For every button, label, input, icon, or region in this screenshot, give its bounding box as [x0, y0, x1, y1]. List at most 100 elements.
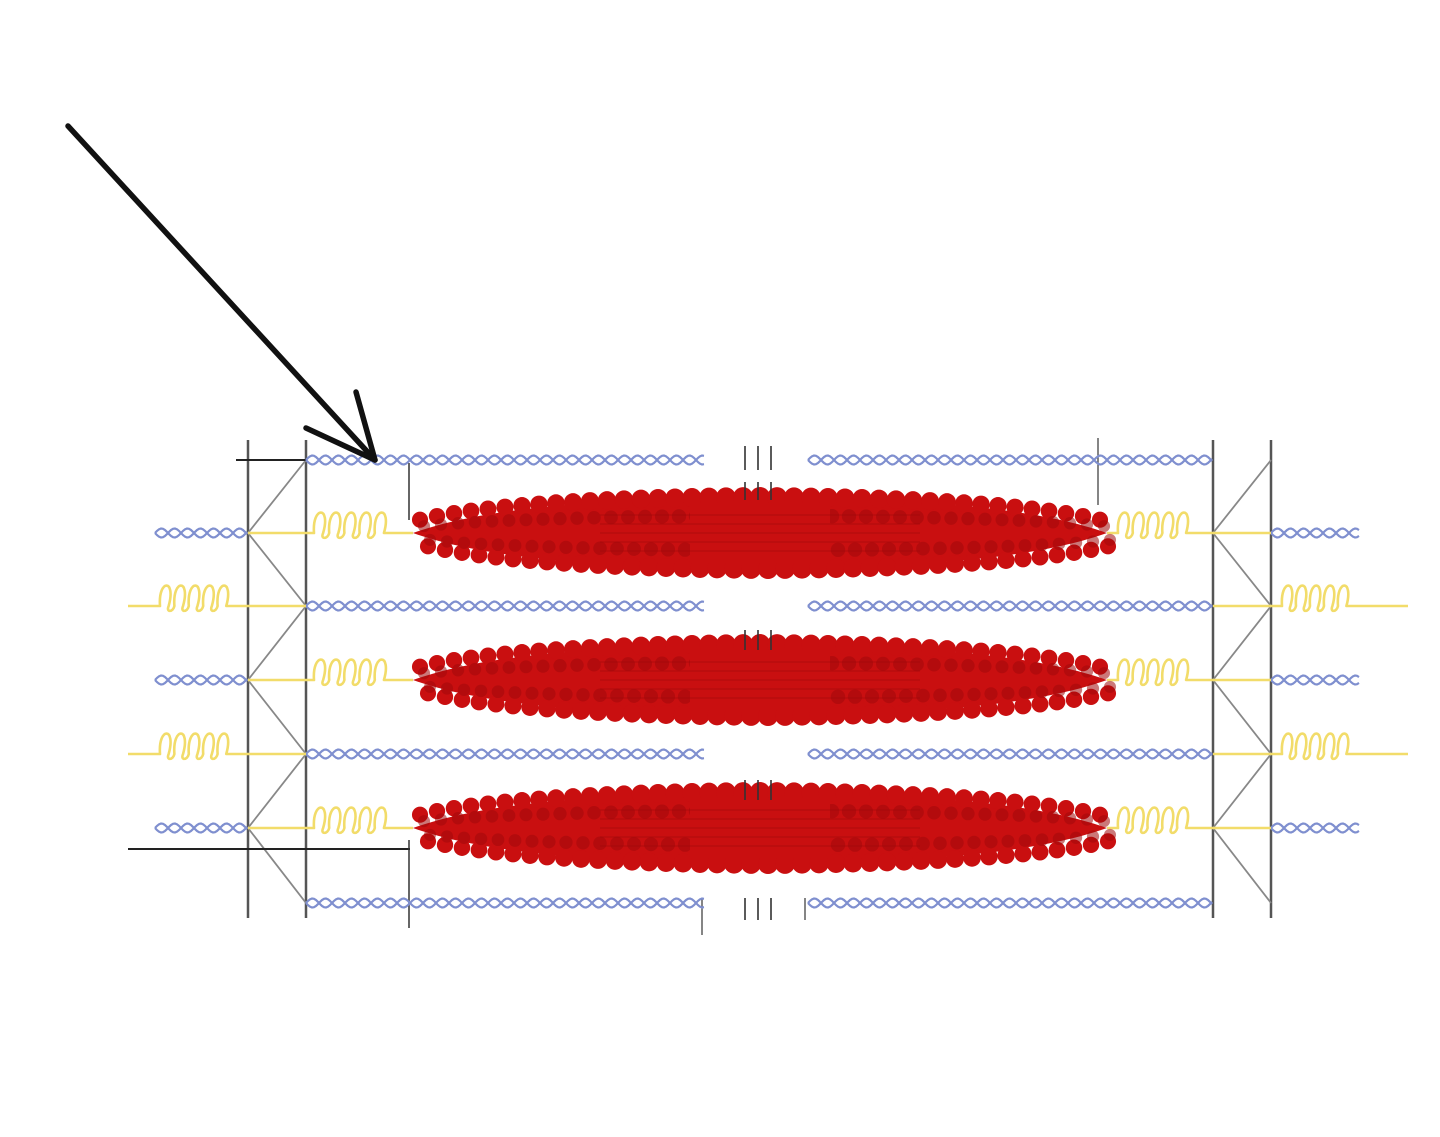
myosin-head — [938, 640, 956, 658]
titin-spring-outer-right — [1213, 584, 1408, 613]
myosin-head-shade — [423, 680, 437, 693]
myosin-head-shade — [417, 667, 431, 680]
z-disc-zigzag — [1211, 459, 1273, 904]
myosin-head — [792, 559, 812, 579]
myosin-head-shade — [1097, 520, 1111, 533]
myosin-head — [487, 548, 505, 566]
myosin-head-shade — [457, 683, 471, 696]
actin-strand — [807, 748, 1213, 760]
titin-coil — [1213, 584, 1408, 613]
myosin-head-shade — [995, 513, 1009, 527]
myosin-head-shade — [950, 541, 964, 555]
myosin-head-shade — [423, 828, 437, 841]
myosin-head — [989, 497, 1007, 515]
myosin-head — [639, 704, 659, 724]
myosin-head-shade — [559, 835, 573, 849]
actin-strand — [154, 822, 248, 834]
myosin-head-shade — [621, 657, 635, 671]
myosin-head — [496, 498, 514, 516]
myosin-head-shade — [434, 518, 448, 531]
z-disc-zigzag — [246, 459, 308, 904]
myosin-head-shade — [468, 515, 482, 529]
actin-strand — [1270, 822, 1360, 834]
myosin-head-shade — [671, 656, 687, 671]
myosin-head-shade — [893, 657, 907, 671]
myosin-head — [453, 839, 471, 856]
myosin-head — [818, 635, 838, 655]
myosin-head — [716, 487, 736, 507]
myosin-head-shade — [944, 806, 958, 820]
titin-coil — [1107, 658, 1271, 687]
myosin-head — [989, 644, 1007, 662]
myosin-head — [690, 558, 710, 578]
myosin-head-shade — [542, 835, 556, 849]
myosin-head — [572, 702, 590, 720]
actin-strand — [1270, 527, 1360, 539]
myosin-head-shade — [1012, 661, 1026, 674]
actin-strand — [807, 897, 1213, 909]
myosin-head-shade — [1046, 662, 1060, 676]
actin-filament-left — [305, 897, 705, 909]
myosin-head-shade — [967, 835, 981, 849]
actin-filament-outer-left — [154, 822, 248, 834]
titin-spring-right — [1107, 806, 1271, 835]
myosin-head — [707, 853, 727, 874]
myosin-head — [852, 636, 872, 655]
titin-spring-left — [248, 511, 413, 540]
myosin-head — [1006, 498, 1024, 516]
myosin-head-shade — [864, 689, 880, 704]
myosin-head — [605, 703, 625, 722]
myosin-head-shade — [1086, 535, 1100, 548]
actin-strand — [154, 822, 248, 834]
myosin-head — [614, 637, 634, 656]
actin-strand — [154, 674, 248, 686]
arrow-layer — [65, 123, 378, 463]
titin-spring-outer-left — [128, 584, 306, 613]
actin-filament-outer-right — [1270, 527, 1360, 539]
myosin-head-shade — [1086, 682, 1100, 695]
myosin-head-shade — [916, 541, 930, 556]
actin-strand — [305, 600, 705, 612]
m-line-layer — [744, 446, 772, 920]
myosin-head-shade — [1029, 809, 1043, 823]
myosin-head-shade — [451, 812, 465, 825]
myosin-head — [809, 853, 829, 874]
myosin-head — [462, 649, 480, 667]
myosin-head-shade — [644, 689, 658, 704]
myosin-head — [955, 494, 973, 512]
myosin-head-shade — [587, 657, 601, 672]
myosin-head — [775, 706, 795, 726]
myosin-head — [928, 850, 948, 869]
titin-coil — [1107, 511, 1271, 540]
myosin-head — [538, 847, 556, 866]
myosin-head — [597, 638, 617, 657]
myosin-head — [690, 853, 710, 873]
myosin-head-shade — [559, 540, 573, 554]
myosin-head — [513, 497, 531, 515]
myosin-head — [1023, 647, 1041, 665]
myosin-head — [614, 490, 634, 509]
myosin-head-shade — [671, 509, 687, 524]
myosin-head-shade — [638, 656, 652, 671]
myosin-head-shade — [627, 689, 641, 703]
myosin-head — [980, 847, 998, 866]
myosin-head — [513, 792, 531, 810]
myosin-head — [955, 789, 973, 807]
myosin-head — [470, 841, 488, 859]
myosin-head — [938, 493, 956, 511]
myosin-thick-filament — [411, 634, 1117, 726]
myosin-head — [741, 854, 761, 874]
myosin-head-shade — [502, 809, 516, 822]
myosin-head-shade — [1103, 680, 1117, 693]
myosin-head — [564, 640, 582, 658]
myosin-head-shade — [847, 689, 863, 704]
myosin-head-shade — [899, 542, 913, 556]
myosin-head-shade — [1018, 539, 1032, 552]
actin-strand — [154, 527, 248, 539]
myosin-head — [733, 782, 753, 802]
actin-filament-right — [807, 897, 1213, 909]
titin-coil — [248, 658, 413, 687]
myosin-head — [946, 702, 964, 720]
myosin-head — [462, 797, 480, 815]
myosin-head — [699, 782, 719, 803]
